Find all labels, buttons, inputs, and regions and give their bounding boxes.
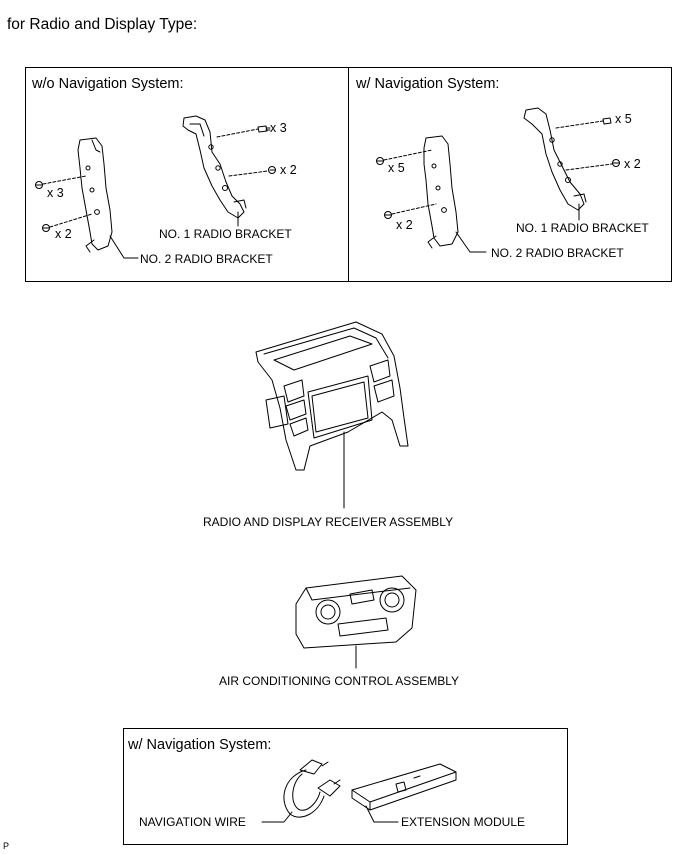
screw-qty-no2-top: x 5 [388,161,405,175]
panel-title-nav-parts: w/ Navigation System: [128,737,272,753]
panel-navigation-parts [123,728,568,845]
no1-radio-bracket-label: NO. 1 RADIO BRACKET [516,221,649,235]
no2-leader [109,235,139,259]
page-title: for Radio and Display Type: [7,16,198,33]
extension-module-label: EXTENSION MODULE [401,815,526,829]
screw-qty-no1-bottom: x 2 [280,163,297,177]
panel-title-with-nav: w/ Navigation System: [356,76,500,92]
screw-icon [268,166,276,174]
screw-qty-no1-top: x 5 [615,112,632,126]
no1-radio-bracket-label: NO. 1 RADIO BRACKET [159,227,292,241]
extension-module-drawing [351,763,457,811]
no1-radio-bracket-drawing [182,115,247,219]
figure-code: P [3,841,10,851]
screw-icon [376,157,384,165]
screw-qty-no2-bottom: x 2 [55,227,72,241]
ac-control-drawing [295,575,417,649]
screw-icon [42,224,50,232]
no2-radio-bracket-drawing [77,137,113,253]
screw-icon [602,117,612,125]
screw-icon [384,211,392,219]
screw-icon [612,159,620,167]
radio-display-receiver-label: RADIO AND DISPLAY RECEIVER ASSEMBLY [203,515,454,529]
no2-radio-bracket-drawing [423,135,459,249]
no2-radio-bracket-label: NO. 2 RADIO BRACKET [491,246,624,260]
no1-radio-bracket-drawing [523,107,587,211]
screw-icon [257,125,271,133]
wire-leader [261,811,293,823]
module-leader [365,805,399,823]
ac-control-assembly-label: AIR CONDITIONING CONTROL ASSEMBLY [219,674,460,688]
screw-qty-no2-bottom: x 2 [396,218,413,232]
navigation-wire-drawing [283,759,341,818]
screw-qty-no1-bottom: x 2 [624,157,641,171]
panel-with-navigation [348,67,672,282]
no2-leader [455,231,487,253]
navigation-wire-label: NAVIGATION WIRE [139,815,246,829]
radio-display-receiver-drawing [255,321,409,471]
screw-qty-no1-top: x 3 [270,121,287,135]
panel-title-without-nav: w/o Navigation System: [32,76,184,92]
screw-qty-no2-top: x 3 [47,186,64,200]
screw-icon [35,181,43,189]
no2-radio-bracket-label: NO. 2 RADIO BRACKET [140,252,273,266]
